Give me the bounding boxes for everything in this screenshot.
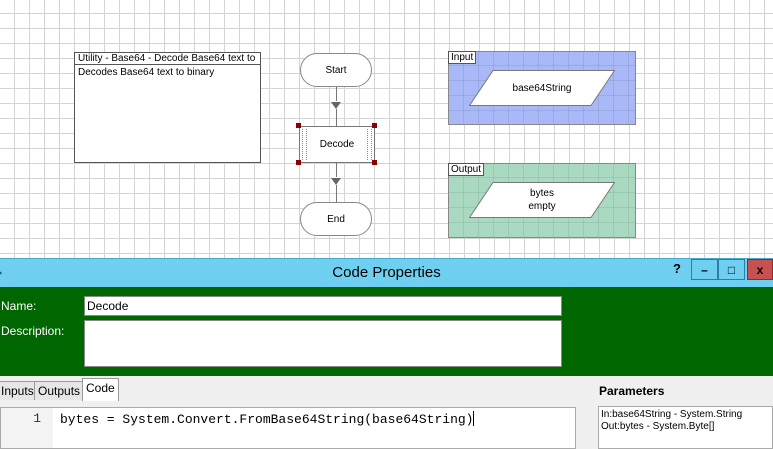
process-label: Decode [319,139,355,150]
input-parameter-shape[interactable]: base64String [469,70,615,106]
connector-line [336,185,337,202]
tab-bar: Inputs Outputs Code [0,376,592,401]
comment-note[interactable]: Utility - Base64 - Decode Base64 text to… [74,52,261,163]
window-title: Code Properties [332,264,441,281]
description-label: Description: [1,324,65,338]
name-input[interactable] [84,296,562,316]
text-caret [473,411,475,426]
code-line[interactable]: bytes = System.Convert.FromBase64String(… [60,411,475,427]
line-number: 1 [33,411,41,426]
start-node[interactable]: Start [300,53,372,87]
connector-arrow-icon [331,102,341,109]
output-parameter-shape[interactable]: bytes empty [469,182,615,218]
output-parameter-value: empty [528,201,556,212]
output-parameter-name: bytes [530,188,554,199]
connector-arrow-icon [331,178,341,185]
parameter-line: Out:bytes - System.Byte[] [601,421,715,432]
selection-handle[interactable] [372,123,377,128]
parameters-list[interactable]: In:base64String - System.String Out:byte… [598,406,773,449]
connector-line [336,109,337,126]
line-gutter: 1 [1,408,53,448]
pin-icon[interactable] [0,268,2,278]
parallelogram-icon [469,70,615,106]
connector-line [336,163,337,177]
output-panel[interactable]: Output bytes empty [448,163,636,238]
input-panel[interactable]: Input base64String [448,51,636,125]
connector-line [336,87,337,101]
note-body: Decodes Base64 text to binary [78,67,215,78]
description-input[interactable] [84,320,562,367]
tab-outputs[interactable]: Outputs [34,381,85,400]
selection-handle[interactable] [296,123,301,128]
code-text: bytes = System.Convert.FromBase64String(… [60,412,474,427]
minimize-button[interactable]: – [691,259,718,280]
input-panel-label: Input [448,51,477,64]
flow-canvas[interactable]: Utility - Base64 - Decode Base64 text to… [0,0,773,258]
note-title: Utility - Base64 - Decode Base64 text to [75,53,260,65]
parameter-line: In:base64String - System.String [601,409,743,420]
properties-form: Name: Description: [0,287,773,376]
parameters-title: Parameters [599,384,665,398]
parameters-panel: Parameters In:base64String - System.Stri… [592,376,773,449]
code-editor[interactable]: 1 bytes = System.Convert.FromBase64Strin… [0,407,576,449]
end-node[interactable]: End [300,202,372,236]
selection-handle[interactable] [296,160,301,165]
selection-handle[interactable] [372,160,377,165]
maximize-button[interactable]: □ [718,259,745,280]
close-button[interactable]: x [747,259,773,280]
output-panel-label: Output [448,163,485,176]
input-parameter-name: base64String [512,82,572,94]
tab-inputs[interactable]: Inputs [0,381,38,400]
name-label: Name: [1,299,37,313]
decode-process-node[interactable]: Decode [299,126,375,163]
help-button[interactable]: ? [673,261,681,276]
tab-code[interactable]: Code [82,378,119,401]
properties-titlebar[interactable]: Code Properties ? – □ x [0,258,773,287]
code-panel: 1 bytes = System.Convert.FromBase64Strin… [0,400,592,449]
parallelogram-icon [469,182,615,218]
